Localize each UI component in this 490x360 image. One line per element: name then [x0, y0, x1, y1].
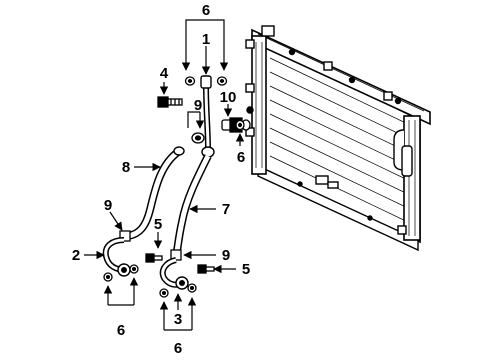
callout-2: 2 — [72, 247, 80, 264]
bolt-icon — [197, 264, 215, 274]
callout-3: 3 — [174, 311, 182, 328]
callout-6-bottom-left: 6 — [117, 322, 125, 339]
callout-7: 7 — [222, 201, 230, 218]
callout-6-mid: 6 — [237, 149, 245, 166]
callout-9-upper: 9 — [194, 97, 202, 114]
callout-10: 10 — [220, 89, 237, 106]
callout-6-bottom-right: 6 — [174, 340, 182, 357]
cooler-hose-main — [170, 154, 212, 261]
callout-1: 1 — [202, 31, 210, 48]
bolt-icon — [157, 96, 183, 108]
callout-labels: 6 1 4 9 10 6 8 9 7 5 2 9 5 3 6 6 — [72, 2, 250, 357]
callout-4: 4 — [160, 65, 169, 82]
callout-6-top: 6 — [202, 2, 210, 19]
callout-9-right: 9 — [222, 247, 230, 264]
lower-cooler-pipe-right — [159, 257, 189, 290]
lower-cooler-pipe-left — [102, 237, 131, 277]
upper-cooler-pipe — [200, 75, 215, 158]
radiator — [245, 25, 431, 252]
callout-9-left: 9 — [104, 197, 112, 214]
bolt-icon — [145, 253, 163, 263]
leader-lines — [84, 19, 245, 331]
cooler-hose-upper — [119, 146, 185, 242]
hardware — [103, 76, 251, 298]
callout-5-left: 5 — [154, 216, 162, 233]
callout-8: 8 — [122, 159, 130, 176]
callout-5-right: 5 — [242, 261, 250, 278]
